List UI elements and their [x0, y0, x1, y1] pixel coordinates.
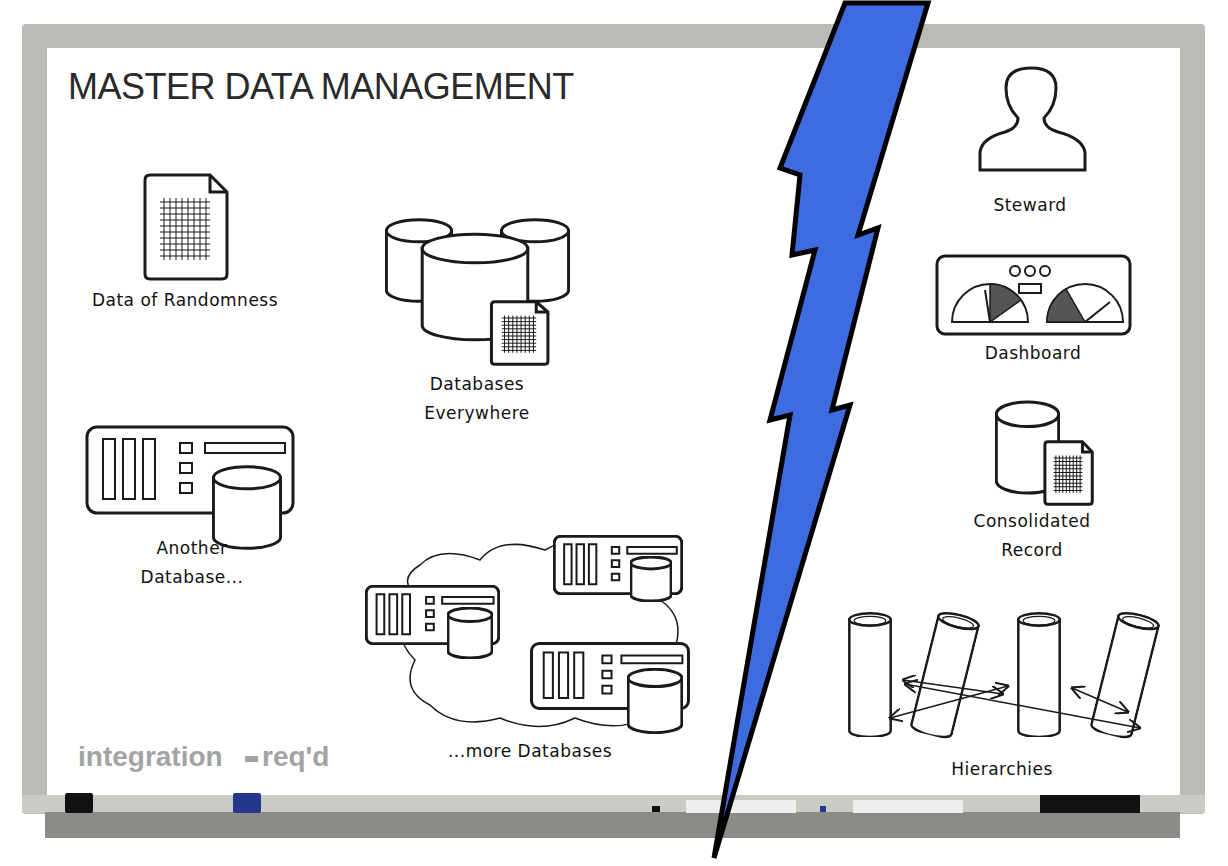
icon-caption: Data of Randomness: [65, 286, 305, 315]
board-frame: [22, 24, 1205, 814]
lightning-bolt: [714, 3, 928, 858]
board-surface: [47, 48, 1180, 796]
icon-caption: Hierarchies: [932, 755, 1072, 784]
marker: [853, 800, 963, 813]
cloud-servers-icon: [366, 536, 688, 732]
logo-text: req'd: [262, 741, 329, 773]
icon-caption: Consolidated Record: [957, 507, 1107, 565]
marker-cap: [652, 806, 660, 812]
board-title: MASTER DATA MANAGEMENT: [68, 66, 574, 108]
icon-caption: Steward: [970, 191, 1090, 220]
icon-caption: Dashboard: [963, 339, 1103, 368]
marker: [65, 793, 93, 813]
consolidated-record-icon: [996, 402, 1092, 504]
tray: [45, 812, 1180, 838]
icon-caption: Another Database...: [107, 534, 277, 592]
dashboard-icon: [937, 256, 1130, 334]
icon-caption: Databases Everywhere: [402, 370, 552, 428]
logo-text: integration: [78, 741, 223, 773]
icon-caption: ...more Databases: [420, 737, 640, 766]
marker: [686, 800, 796, 813]
marker-cap: [820, 806, 826, 812]
marker: [233, 793, 261, 813]
hierarchy-tubes-icon: [849, 610, 1160, 740]
logo-mark: [245, 756, 258, 762]
tray-ledge: [22, 795, 1205, 813]
database-cluster-icon: [386, 220, 568, 364]
eraser: [1040, 795, 1140, 813]
server-database-icon: [87, 427, 293, 548]
steward-silhouette: [980, 68, 1085, 170]
document-icon: [145, 175, 227, 279]
